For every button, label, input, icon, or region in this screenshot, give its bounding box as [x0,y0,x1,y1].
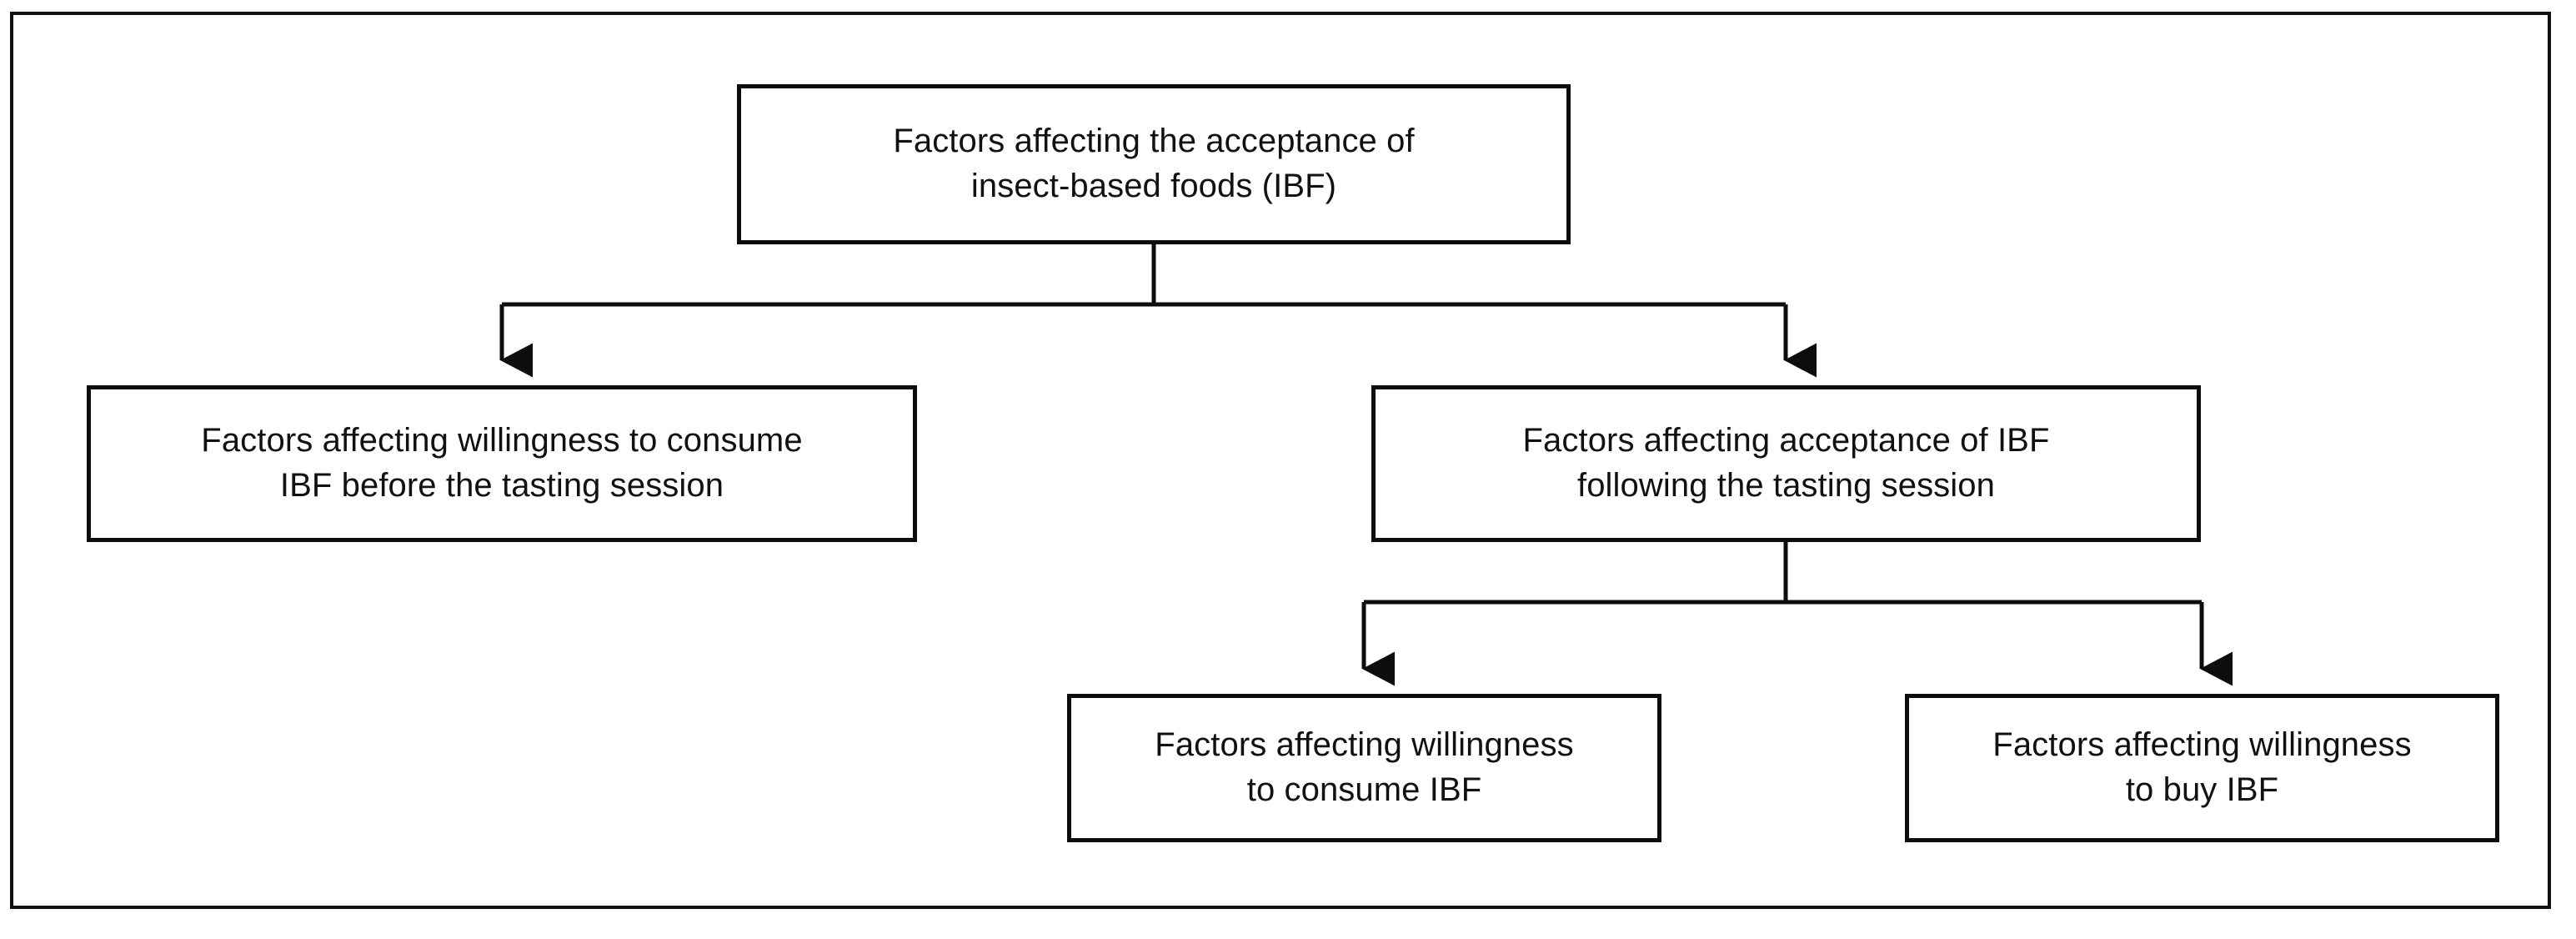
node-willingness-to-buy-ibf: Factors affecting willingness to buy IBF [1905,694,2499,842]
node-label: Factors affecting willingness to consume… [1155,726,1574,808]
node-label: Factors affecting willingness to consume… [201,422,803,504]
node-acceptance-of-ibf: Factors affecting the acceptance of inse… [737,84,1571,244]
node-label: Factors affecting acceptance of IBF foll… [1522,422,2050,504]
node-label: Factors affecting willingness to buy IBF [1992,726,2412,808]
node-willingness-to-consume-ibf: Factors affecting willingness to consume… [1067,694,1661,842]
node-willingness-consume-before-tasting: Factors affecting willingness to consume… [87,385,917,542]
node-label: Factors affecting the acceptance of inse… [893,123,1415,204]
node-acceptance-following-tasting: Factors affecting acceptance of IBF foll… [1371,385,2201,542]
